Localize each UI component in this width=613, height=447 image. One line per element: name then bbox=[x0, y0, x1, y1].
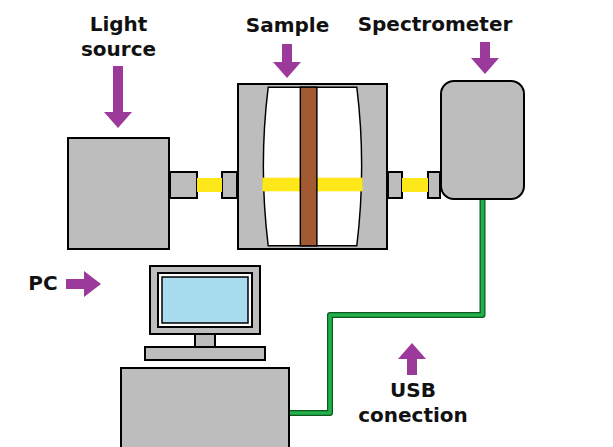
port-stub bbox=[222, 172, 237, 198]
port-stub bbox=[428, 172, 440, 198]
device-label: PC bbox=[13, 271, 73, 296]
computer-case bbox=[121, 368, 289, 447]
monitor-base bbox=[145, 347, 265, 360]
pointer-arrow bbox=[104, 66, 132, 128]
sample-holder: Sample bbox=[237, 83, 388, 250]
device-label: Sample bbox=[212, 13, 363, 38]
light-path bbox=[388, 172, 440, 198]
cell-window bbox=[263, 87, 361, 246]
sample-slab bbox=[300, 87, 317, 246]
computer-drawing bbox=[120, 265, 290, 447]
device-label: Spectrometer bbox=[345, 12, 525, 37]
light-beam bbox=[197, 178, 222, 192]
monitor bbox=[150, 266, 260, 334]
pc: PC bbox=[120, 265, 290, 447]
port-stub bbox=[170, 172, 197, 198]
pointer-arrow bbox=[471, 42, 499, 74]
pointer-arrow bbox=[273, 44, 301, 78]
cable-label: USB conection bbox=[350, 378, 476, 428]
light-source-box: Light source bbox=[67, 137, 170, 250]
pointer-arrow bbox=[398, 343, 426, 375]
port-stub bbox=[388, 172, 402, 198]
device-label: Light source bbox=[59, 12, 178, 62]
light-beam bbox=[402, 178, 428, 192]
light-path bbox=[170, 172, 237, 198]
monitor-stand bbox=[195, 334, 215, 347]
monitor-bezel bbox=[158, 273, 252, 327]
sample-cell bbox=[239, 85, 386, 248]
pointer-arrow bbox=[66, 271, 101, 297]
screen bbox=[162, 277, 248, 323]
spectrometer-box: Spectrometer bbox=[440, 80, 525, 200]
